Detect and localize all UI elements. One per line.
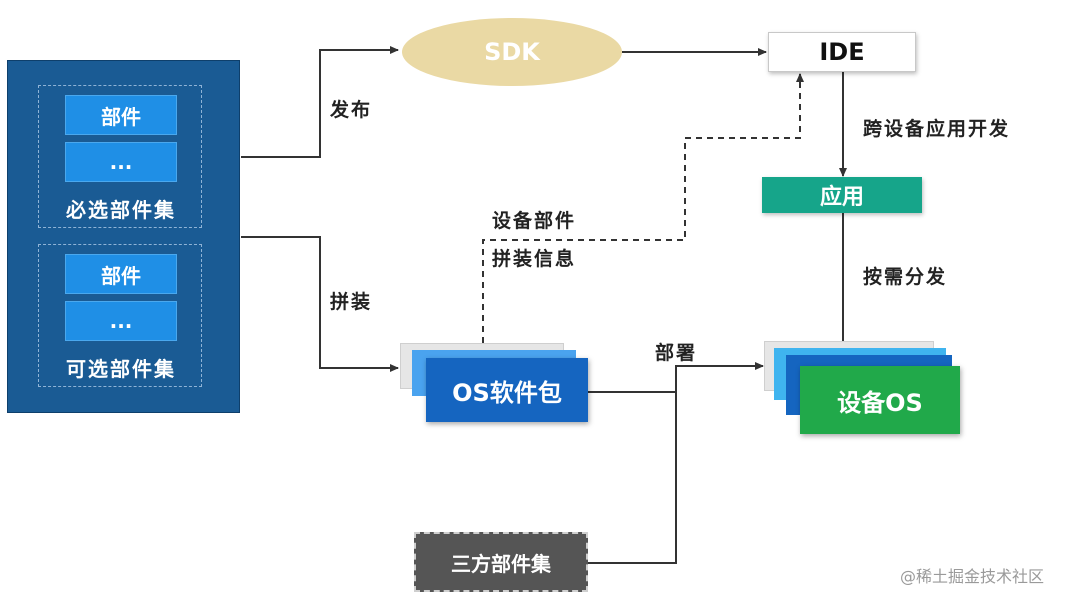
component-box[interactable]: 部件 [65,95,177,135]
component-box[interactable]: 部件 [65,254,177,294]
optional-group-title: 可选部件集 [66,357,176,381]
publish-arrow [241,46,399,158]
component-ellipsis-box[interactable]: ... [65,301,177,341]
assemble-arrow [241,236,399,372]
deploy-arrow [588,362,764,393]
component-ellipsis-box[interactable]: ... [65,142,177,182]
on-demand-label: 按需分发 [863,266,948,288]
watermark: @稀土掘金技术社区 [900,567,1045,586]
required-components-group: 部件 ... 必选部件集 [38,85,202,228]
third-party-line [588,392,677,564]
device-info-label-line1: 设备部件 [492,210,577,232]
device-info-label-line2: 拼装信息 [492,248,577,270]
cross-device-label: 跨设备应用开发 [863,118,1011,140]
app-node[interactable]: 应用 [762,177,922,213]
device-os-node[interactable]: 设备OS [800,366,960,434]
assemble-label: 拼装 [330,291,373,313]
deploy-label: 部署 [655,342,698,364]
sdk-node[interactable]: SDK [402,18,622,86]
required-group-title: 必选部件集 [66,198,176,222]
third-party-components-node[interactable]: 三方部件集 [414,532,588,592]
component-panel: 部件 ... 必选部件集 部件 ... 可选部件集 [7,60,240,413]
ide-node[interactable]: IDE [768,32,916,72]
optional-components-group: 部件 ... 可选部件集 [38,244,202,387]
publish-label: 发布 [330,99,373,121]
os-package-node[interactable]: OS软件包 [426,358,588,422]
device-info-dashed-arrow [482,73,804,343]
